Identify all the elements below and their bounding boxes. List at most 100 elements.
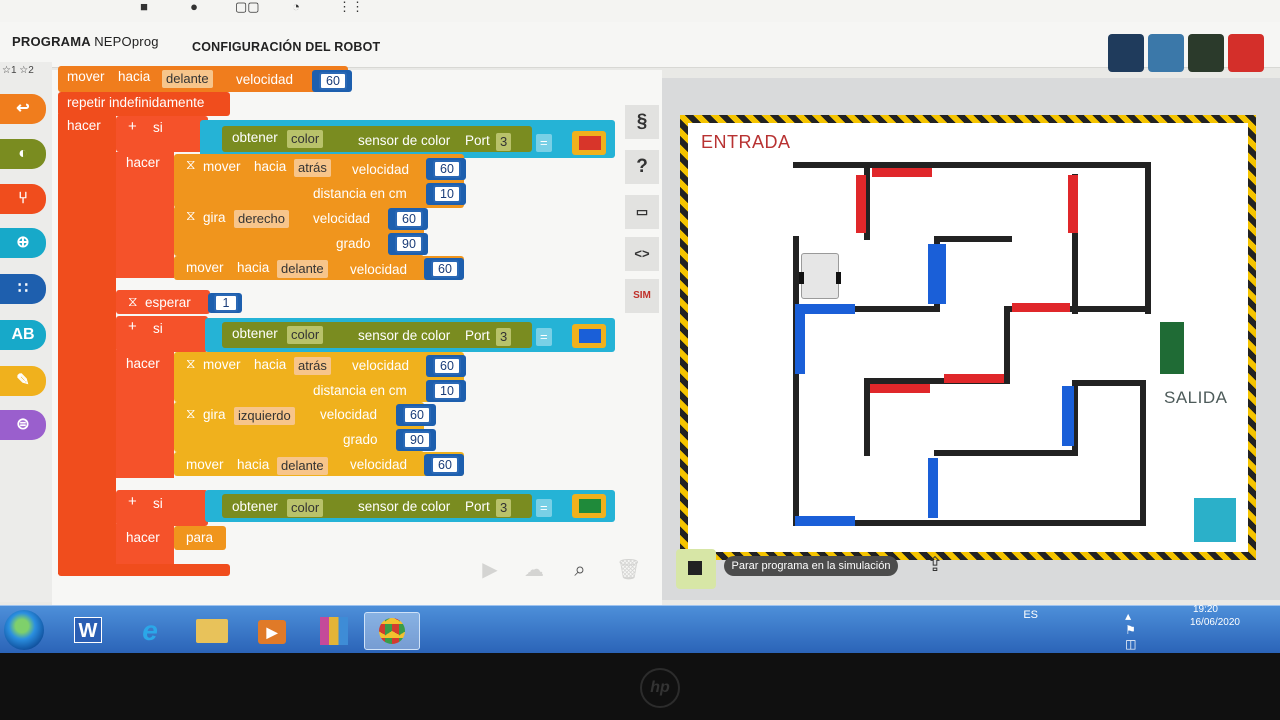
block-turn[interactable] — [174, 206, 424, 256]
code-view-button[interactable]: § — [625, 105, 659, 139]
category-sensors[interactable]: ◐ — [0, 139, 46, 169]
trash-icon[interactable]: 🗑 — [616, 559, 642, 581]
help-icon[interactable]: ◔ — [292, 0, 300, 14]
stop-simulation-button[interactable] — [676, 549, 716, 589]
gallery-icon[interactable]: ▢▢ — [235, 0, 260, 14]
archive-app-icon[interactable] — [306, 612, 362, 650]
nepo-logo — [1108, 34, 1264, 74]
direction-dropdown[interactable]: atrás — [294, 159, 331, 177]
tab-robot-config[interactable]: CONFIGURACIÓN DEL ROBOT — [192, 40, 381, 54]
add-icon[interactable]: + — [128, 318, 137, 335]
maze-wall — [864, 378, 1010, 384]
compare-operator[interactable]: = — [536, 134, 552, 152]
mode-dropdown[interactable]: color — [287, 326, 324, 344]
mode-dropdown[interactable]: color — [287, 499, 324, 517]
speed-value[interactable]: 60 — [395, 210, 423, 228]
category-math[interactable]: ∷ — [0, 274, 46, 304]
add-icon[interactable]: + — [128, 118, 137, 135]
category-colour[interactable]: ✎ — [0, 366, 46, 396]
port-dropdown[interactable]: 3 — [496, 499, 512, 517]
speed-value[interactable]: 60 — [431, 456, 459, 474]
direction-dropdown[interactable]: delante — [277, 260, 328, 278]
compare-operator[interactable]: = — [536, 499, 552, 517]
speed-value[interactable]: 60 — [431, 260, 459, 278]
maze-wall — [864, 378, 870, 456]
help-button[interactable]: ? — [625, 150, 659, 184]
export-icon[interactable]: ⇪ — [926, 554, 944, 576]
direction-dropdown[interactable]: delante — [162, 70, 213, 88]
apps-grid-icon[interactable]: ⋮⋮ — [338, 0, 364, 14]
turn-direction-dropdown[interactable]: derecho — [234, 210, 289, 228]
direction-dropdown[interactable]: atrás — [294, 357, 331, 375]
language-indicator[interactable]: ES — [1023, 609, 1038, 621]
comment-icon[interactable]: ▭ — [625, 195, 659, 229]
maze-wall — [934, 450, 1078, 456]
run-icon[interactable]: ▶ — [482, 559, 498, 581]
block-if-red[interactable] — [116, 116, 208, 152]
get-label: obtener — [232, 499, 278, 514]
upload-cloud-icon[interactable]: ☁ — [524, 559, 544, 581]
port-dropdown[interactable]: 3 — [496, 133, 512, 151]
color-sensor-getter[interactable] — [222, 126, 532, 152]
distance-value[interactable]: 10 — [433, 185, 461, 203]
category-control[interactable]: ⑂ — [0, 184, 46, 214]
port-dropdown[interactable]: 3 — [496, 328, 512, 346]
block-if-green[interactable] — [116, 490, 208, 526]
block-label: velocidad — [320, 407, 378, 422]
blue-marker — [928, 244, 946, 304]
explorer-app-icon[interactable] — [184, 612, 240, 650]
tray-icons[interactable]: ▴ ⚑ ◫ ▮▮ 🔈 — [1125, 609, 1138, 655]
block-turn[interactable] — [174, 402, 424, 452]
category-variables[interactable]: ⊜ — [0, 410, 46, 440]
stop-simulation-tooltip: Parar programa en la simulación — [724, 556, 898, 576]
category-actions[interactable]: ↩ — [0, 94, 46, 124]
block-label: mover — [203, 159, 241, 174]
color-value-blue[interactable] — [572, 324, 606, 348]
maze-wall — [1072, 380, 1078, 456]
color-sensor-getter[interactable] — [222, 322, 532, 348]
wait-value[interactable]: 1 — [214, 294, 238, 312]
speed-value[interactable]: 60 — [403, 406, 431, 424]
clock-date[interactable]: 16/06/2020 — [1189, 617, 1240, 628]
add-icon[interactable]: + — [128, 493, 137, 510]
compare-operator[interactable]: = — [536, 328, 552, 346]
stop-icon[interactable]: ■ — [140, 0, 148, 14]
simulated-robot[interactable] — [799, 253, 841, 299]
word-app-icon[interactable]: W — [60, 612, 116, 650]
block-if-blue[interactable] — [116, 316, 208, 352]
maze-wall — [793, 162, 1151, 168]
math-icon: ∷ — [17, 280, 29, 297]
source-code-button[interactable]: <> — [625, 237, 659, 271]
direction-dropdown[interactable]: delante — [277, 457, 328, 475]
turn-direction-dropdown[interactable]: izquierdo — [234, 407, 295, 425]
block-stop[interactable] — [174, 526, 226, 550]
block-wait[interactable] — [116, 290, 210, 314]
media-app-icon[interactable]: ▶ — [244, 612, 300, 650]
speed-value[interactable]: 60 — [433, 160, 461, 178]
category-text[interactable]: AB — [0, 320, 46, 350]
start-button[interactable] — [4, 610, 44, 650]
sim-button[interactable]: SIM — [625, 279, 659, 313]
block-repeat-forever[interactable] — [58, 92, 230, 116]
user-icon[interactable]: ● — [190, 0, 198, 14]
zoom-icon[interactable]: ⌕ — [574, 559, 586, 581]
port-label: Port — [465, 499, 490, 514]
tab-program[interactable]: PROGRAMA NEPOprog — [12, 34, 159, 49]
degree-value[interactable]: 90 — [395, 235, 423, 253]
distance-value[interactable]: 10 — [433, 382, 461, 400]
color-value-green[interactable] — [572, 494, 606, 518]
maze-wall — [864, 168, 870, 240]
degree-value[interactable]: 90 — [403, 431, 431, 449]
chrome-app-icon[interactable] — [364, 612, 420, 650]
ie-app-icon[interactable]: e — [142, 615, 158, 646]
speed-value[interactable]: 60 — [433, 357, 461, 375]
mode-dropdown[interactable]: color — [287, 130, 324, 148]
category-logic[interactable]: ⊕ — [0, 228, 46, 258]
port-label: Port — [465, 328, 490, 343]
toolbox-level[interactable]: ☆1 ☆2 — [2, 65, 34, 76]
clock-time[interactable]: 19:20 — [1192, 604, 1218, 615]
turn-icon: ⧖ — [186, 406, 196, 421]
color-value-red[interactable] — [572, 131, 606, 155]
speed-value[interactable]: 60 — [319, 72, 347, 90]
color-sensor-getter[interactable] — [222, 494, 532, 518]
